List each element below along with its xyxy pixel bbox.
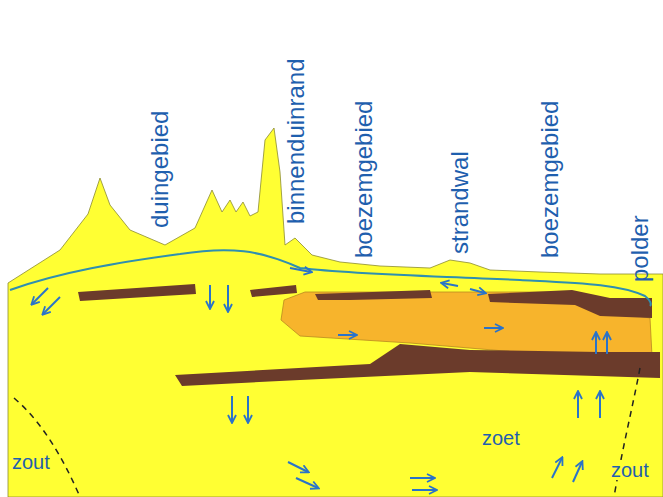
water-table: [10, 250, 651, 306]
zone-label: duingebied: [148, 111, 172, 228]
water-type-label: zoet: [480, 428, 522, 448]
zone-label: binnenduinrand: [284, 59, 308, 224]
zone-label: boezemgebied: [352, 101, 376, 258]
clay-layers: [78, 284, 660, 386]
sand-ground: [8, 128, 663, 497]
zone-label: polder: [628, 215, 652, 282]
zone-label: boezemgebied: [538, 101, 562, 258]
salt-boundary: [14, 398, 80, 497]
water-type-label: zout: [609, 460, 651, 480]
flow-arrows: [32, 268, 607, 490]
water-type-label: zout: [10, 452, 52, 472]
zone-label: strandwal: [448, 151, 472, 254]
